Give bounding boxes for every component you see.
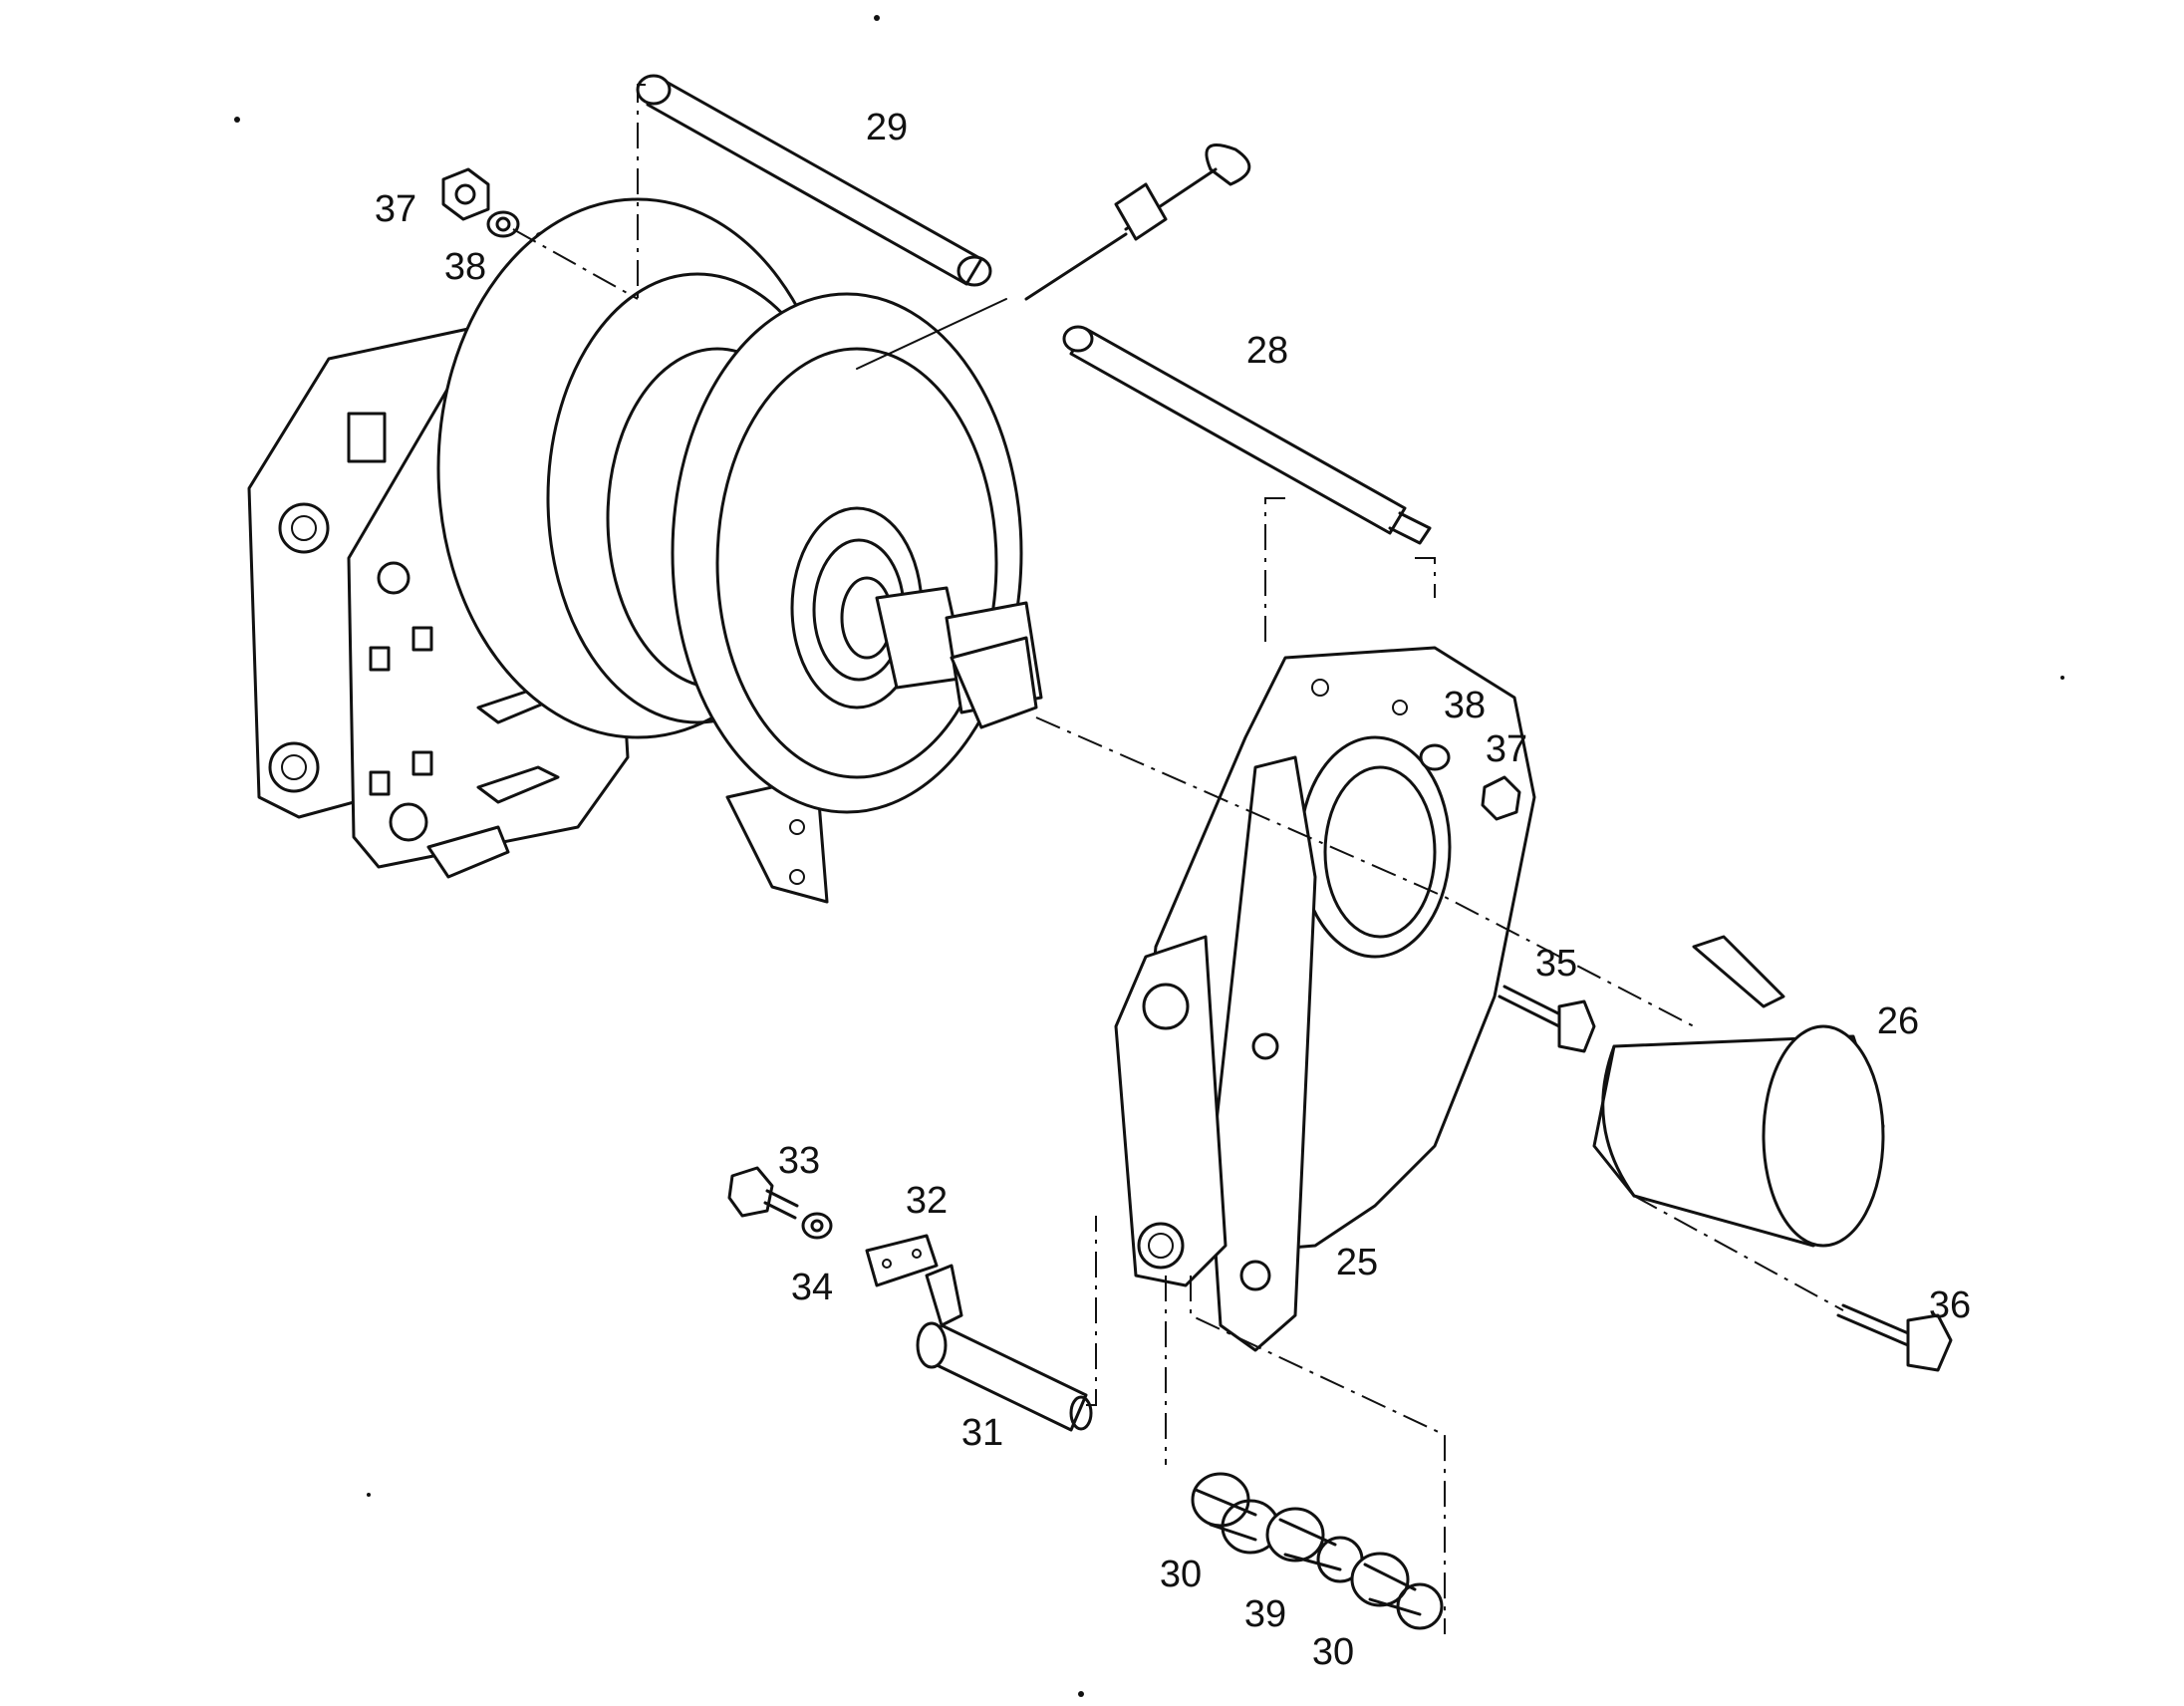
part-31-pin — [916, 1216, 1097, 1432]
winch-frame — [247, 197, 1043, 904]
top-nut-washer — [441, 167, 639, 300]
bushings-30-39-30 — [1165, 1276, 1446, 1634]
parts-33-34-32 — [727, 1166, 939, 1287]
part-25-side-plate — [1035, 646, 1695, 1352]
callout-26: 26 — [1876, 1000, 1920, 1042]
callout-36: 36 — [1928, 1284, 1972, 1326]
callout-29: 29 — [865, 107, 909, 148]
rope-eye-terminal — [1024, 143, 1251, 301]
callout-30-left: 30 — [1159, 1554, 1203, 1595]
callout-33: 33 — [777, 1140, 821, 1182]
callout-39: 39 — [1243, 1593, 1287, 1635]
callout-28: 28 — [1245, 330, 1289, 372]
callout-30-right: 30 — [1311, 1631, 1355, 1673]
callout-37-top: 37 — [374, 188, 417, 230]
callout-35: 35 — [1534, 943, 1578, 985]
part-29-rod — [636, 74, 992, 299]
part-36-bolt — [1633, 1195, 1953, 1372]
callout-38-mid: 38 — [1443, 685, 1487, 726]
part-26-cover — [1592, 935, 1885, 1248]
callout-37-mid: 37 — [1485, 728, 1528, 770]
callout-31: 31 — [960, 1412, 1004, 1454]
callout-32: 32 — [905, 1180, 949, 1222]
callout-25: 25 — [1335, 1242, 1379, 1283]
callout-38-top: 38 — [443, 246, 487, 288]
part-28-threaded-rod — [1062, 325, 1436, 648]
callout-34: 34 — [790, 1267, 834, 1308]
part-35-bolt — [1498, 985, 1596, 1053]
